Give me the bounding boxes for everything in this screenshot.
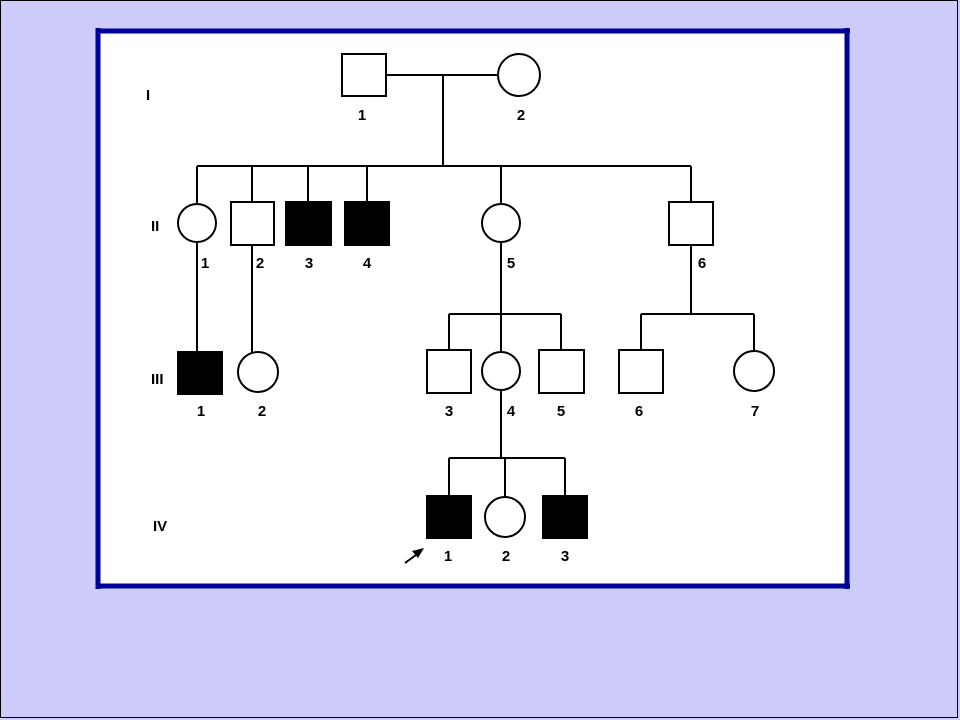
panel-background	[98, 31, 847, 586]
label-ii-6: 6	[698, 255, 706, 272]
pedigree-ii-1-female	[177, 203, 217, 243]
pedigree-lines	[196, 74, 755, 497]
label-iv-2: 2	[502, 548, 510, 565]
pedigree-iii-5-male	[538, 349, 585, 394]
label-iv-3: 3	[561, 548, 569, 565]
pedigree-ii-3-affected-male	[285, 201, 332, 246]
pedigree-iv-1-affected-male	[426, 495, 472, 539]
pedigree-ii-4-affected-male	[344, 201, 390, 246]
pedigree-ii-6-male	[668, 201, 714, 246]
pedigree-iv-3-affected-male	[542, 495, 588, 539]
generation-label-i: I	[146, 87, 150, 104]
label-ii-3: 3	[305, 255, 313, 272]
label-iii-1: 1	[197, 403, 205, 420]
label-ii-2: 2	[256, 255, 264, 272]
pedigree-iii-3-male	[426, 349, 472, 394]
label-ii-4: 4	[363, 255, 372, 272]
pedigree-ii-2-male	[230, 201, 275, 246]
label-iii-2: 2	[258, 403, 266, 420]
pedigree-iv-2-female	[484, 496, 526, 538]
pedigree-i-2-female	[497, 53, 541, 97]
pedigree-iii-2-female	[237, 351, 279, 393]
pedigree-ii-5-female	[481, 203, 521, 243]
pedigree-i-1-male	[341, 53, 387, 97]
label-iii-6: 6	[635, 403, 643, 420]
label-i-1: 1	[358, 107, 366, 124]
label-iii-7: 7	[751, 403, 759, 420]
pedigree-iii-4-female	[481, 351, 521, 391]
generation-label-iv: IV	[153, 518, 167, 535]
label-iii-4: 4	[507, 403, 516, 420]
label-ii-1: 1	[201, 255, 209, 272]
label-i-2: 2	[517, 107, 525, 124]
label-iv-1: 1	[444, 548, 452, 565]
label-iii-5: 5	[557, 403, 565, 420]
pedigree-iii-6-male	[618, 349, 664, 394]
pedigree-iii-7-female	[733, 350, 775, 392]
pedigree-iii-1-affected-male	[177, 351, 223, 395]
proband-arrow-icon	[404, 548, 424, 564]
generation-label-ii: II	[151, 218, 159, 235]
label-iii-3: 3	[445, 403, 453, 420]
label-ii-5: 5	[507, 255, 515, 272]
generation-label-iii: III	[151, 371, 164, 388]
